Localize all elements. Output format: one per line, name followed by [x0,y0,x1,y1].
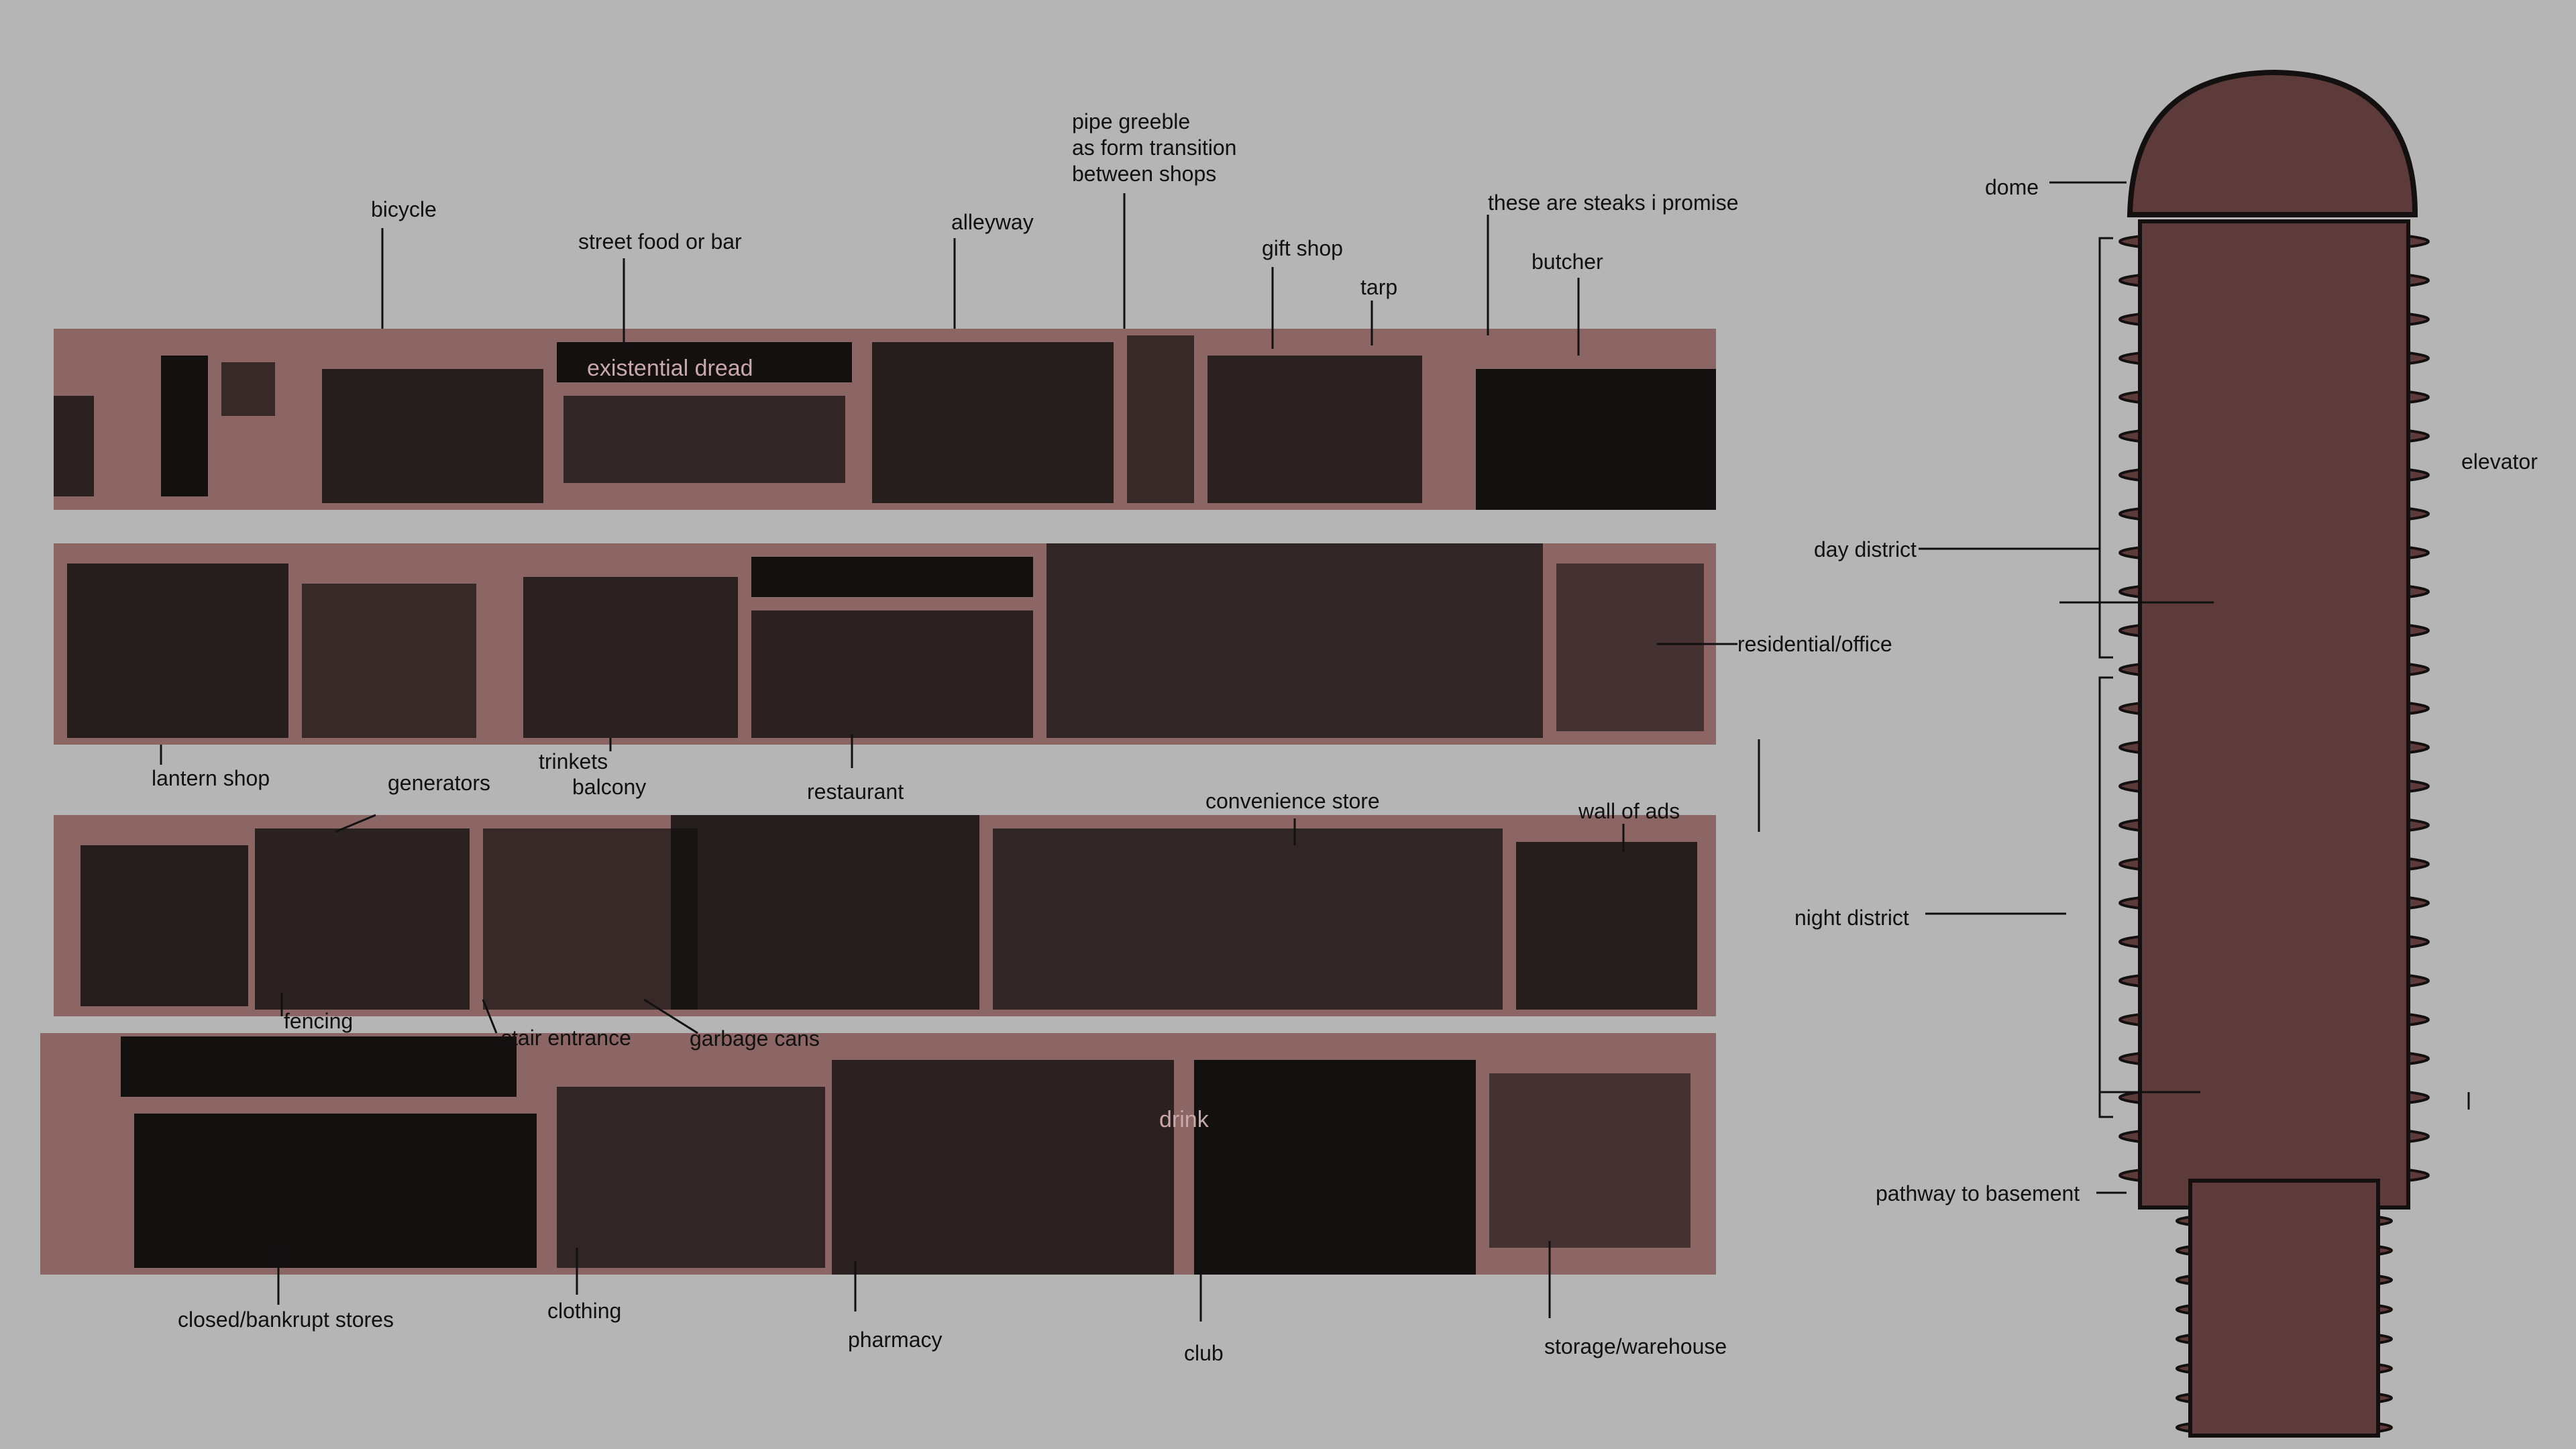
label-pipe-greeble-1: pipe greeble [1072,109,1190,135]
label-pharmacy: pharmacy [848,1327,943,1353]
leader-stair-entrance [483,1000,496,1033]
label-tarp: tarp [1360,274,1397,301]
label-fencing: fencing [284,1008,353,1034]
label-steaks: these are steaks i promise [1488,190,1739,216]
label-restaurant: restaurant [807,779,904,805]
label-generators: generators [388,770,490,796]
label-pipe-greeble-2: as form transition [1072,135,1236,161]
label-club: club [1184,1340,1224,1366]
label-elevator: elevator [2461,449,2538,475]
day-district-bracket [2100,238,2113,657]
label-wall-of-ads: wall of ads [1578,798,1680,824]
label-alleyway: alleyway [951,209,1034,235]
label-storage: storage/warehouse [1544,1334,1727,1360]
label-pipe-greeble-3: between shops [1072,161,1216,187]
label-closed-stores: closed/bankrupt stores [178,1307,394,1333]
leader-generators [335,815,376,832]
label-night-district: night district [1794,905,1909,931]
label-pathway-basement: pathway to basement [1876,1181,2080,1207]
label-butcher: butcher [1532,249,1603,275]
label-day-district: day district [1814,537,1917,563]
label-garbage-cans: garbage cans [690,1026,820,1052]
label-street-food: street food or bar [578,229,742,255]
label-residential-office: residential/office [1737,631,1892,657]
label-clothing: clothing [547,1298,621,1324]
label-convenience-store: convenience store [1205,788,1380,814]
label-balcony: balcony [572,774,646,800]
night-district-bracket [2100,678,2113,1117]
label-bicycle: bicycle [371,197,437,223]
label-lantern-shop: lantern shop [152,765,270,792]
label-dome: dome [1985,174,2039,201]
label-stair-entrance: stair entrance [501,1025,631,1051]
label-trinkets: trinkets [539,749,608,775]
label-gift-shop: gift shop [1262,235,1343,262]
